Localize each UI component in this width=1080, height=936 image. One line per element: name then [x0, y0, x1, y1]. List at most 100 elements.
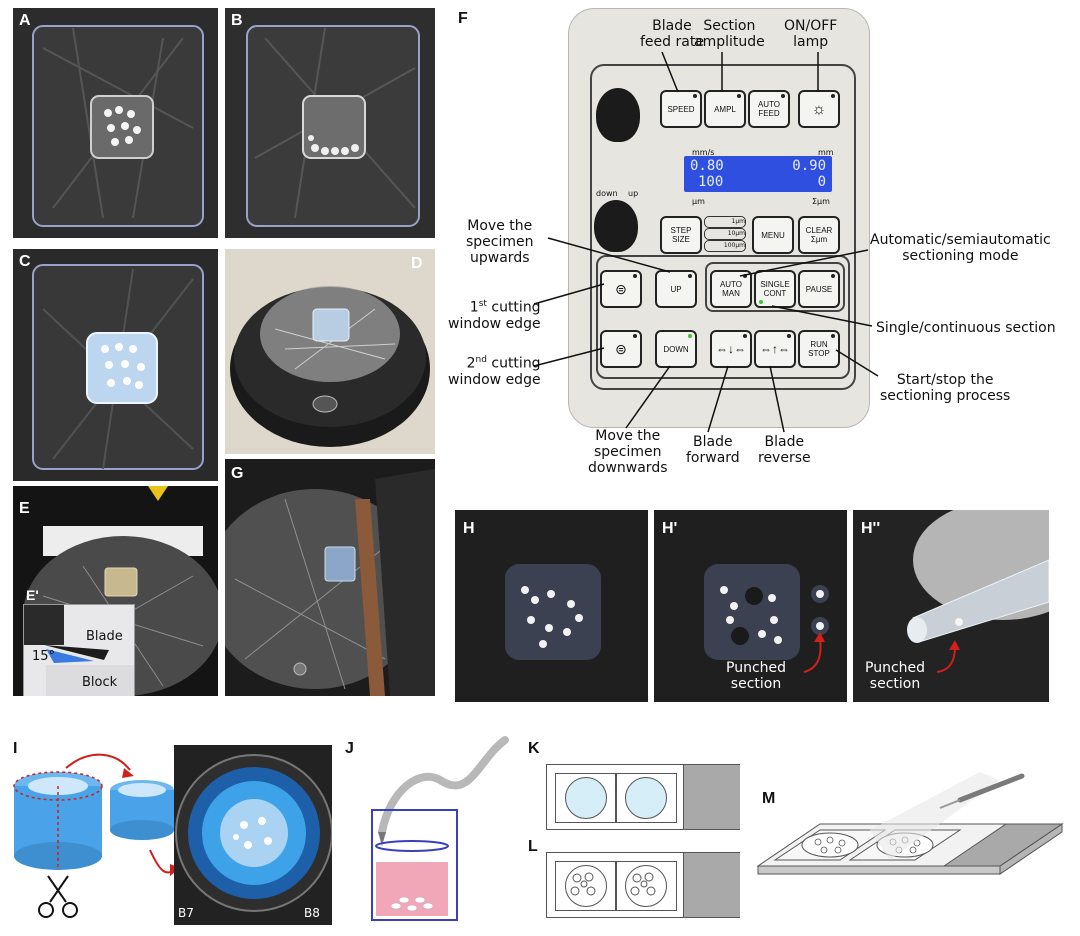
panel-g-photo: G: [225, 459, 435, 696]
slide-k: [546, 764, 740, 830]
auto-man-key[interactable]: AUTO MAN: [710, 270, 752, 308]
panel-label-g: G: [231, 465, 244, 482]
lcd-row2-right: 0: [817, 174, 826, 190]
ampl-key[interactable]: AMPL: [704, 90, 746, 128]
panel-d-photo: D: [225, 249, 435, 454]
slide-l-well-1: [555, 861, 617, 911]
panel-a-photo: A: [13, 8, 218, 238]
slide-l-label-area: [683, 853, 740, 917]
panel-label-d: D: [411, 255, 423, 272]
scissors-icon: [38, 875, 78, 918]
panel-label-h-dprime: H'': [861, 520, 881, 537]
panel-label-b: B: [231, 12, 243, 29]
panel-label-j: J: [345, 740, 354, 757]
panel-h-prime-svg: [704, 564, 829, 673]
second-edge-key[interactable]: ⊜: [600, 330, 642, 368]
panel-a-svg: [32, 25, 204, 227]
display-unit-right-top: mm: [818, 148, 834, 157]
well-label-b7: B7: [178, 906, 194, 920]
panel-h-photo: H: [455, 510, 648, 702]
panel-h-svg: [505, 564, 601, 660]
slide-k-well-1: [555, 773, 617, 823]
up-key[interactable]: UP: [655, 270, 697, 308]
down-key[interactable]: DOWN: [655, 330, 697, 368]
well-label-b8: B8: [304, 906, 320, 920]
blade-reverse-key[interactable]: ⇔↑⇔: [754, 330, 796, 368]
slide-k-circle-2: [625, 777, 667, 819]
lcd-row1-left: 0.80: [690, 158, 724, 174]
panel-c-svg: [32, 264, 204, 470]
step-option-list: 1μm 10μm 100μm: [704, 216, 746, 252]
panel-label-l: L: [528, 838, 538, 855]
auto-feed-key[interactable]: AUTO FEED: [748, 90, 790, 128]
first-edge-key[interactable]: ⊜: [600, 270, 642, 308]
step-size-key[interactable]: STEP SIZE: [660, 216, 702, 254]
panel-g-svg: [225, 469, 435, 696]
inset-blade-label: Blade: [86, 629, 123, 644]
blade-reverse-icon: ⇔↑⇔: [760, 341, 790, 356]
panel-d-svg: [230, 286, 430, 447]
inset-e-prime: E' Blade 15° Block: [23, 587, 135, 696]
panel-label-e: E: [19, 500, 30, 517]
knob-label-up: up: [628, 189, 639, 198]
step-option-10[interactable]: 10μm: [704, 228, 746, 240]
panel-label-h-prime: H': [662, 520, 678, 537]
lcd-row2-left: 100: [698, 174, 724, 190]
menu-key[interactable]: MENU: [752, 216, 794, 254]
slide-k-well-2: [615, 773, 677, 823]
panel-e-photo: E' Blade 15° Block E: [13, 486, 218, 696]
edge-down-icon: ⊜: [615, 340, 627, 357]
tube-full: [13, 771, 103, 870]
step-option-1[interactable]: 1μm: [704, 216, 746, 228]
tissue-spots: [104, 106, 141, 146]
panel-i-well-photo: B7 B8: [174, 745, 332, 925]
feed-rate-knob[interactable]: [596, 88, 640, 142]
knob-label-down: down: [596, 189, 618, 198]
lamp-icon: ☼: [811, 100, 827, 118]
panel-label-f: F: [458, 10, 468, 27]
panel-label-i: I: [13, 740, 18, 757]
blade-forward-key[interactable]: ⇔↓⇔: [710, 330, 752, 368]
slide-k-label-area: [683, 765, 740, 829]
lcd-row1-right: 0.90: [792, 158, 826, 174]
panel-label-k: K: [528, 740, 540, 757]
blade-forward-icon: ⇔↓⇔: [716, 341, 746, 356]
panel-label-c: C: [19, 253, 31, 270]
inset-blade-geometry: [24, 605, 134, 696]
settled-spots: [308, 135, 359, 155]
pause-key[interactable]: PAUSE: [798, 270, 840, 308]
single-cont-key[interactable]: SINGLE CONT: [754, 270, 796, 308]
slide-l: [546, 852, 740, 918]
slide-k-circle-1: [565, 777, 607, 819]
panel-b-photo: B: [225, 8, 435, 238]
inset-block-label: Block: [82, 675, 118, 690]
slide-l-sections: [570, 872, 656, 896]
step-knob[interactable]: [594, 200, 638, 252]
lcd-display: 0.80 0.90 100 0: [684, 156, 832, 192]
clear-key[interactable]: CLEAR Σμm: [798, 216, 840, 254]
run-stop-key[interactable]: RUN STOP: [798, 330, 840, 368]
panel-c-photo: C: [13, 249, 218, 481]
step-option-100[interactable]: 100μm: [704, 240, 746, 252]
panel-label-a: A: [19, 12, 31, 29]
lamp-key[interactable]: ☼: [798, 90, 840, 128]
tube-cut: [110, 780, 174, 840]
panel-label-e-prime: E': [26, 587, 39, 603]
speed-key[interactable]: SPEED: [660, 90, 702, 128]
embedded-spots: [101, 343, 145, 389]
display-unit-left-top: mm/s: [692, 148, 715, 157]
panel-label-h: H: [463, 520, 475, 537]
